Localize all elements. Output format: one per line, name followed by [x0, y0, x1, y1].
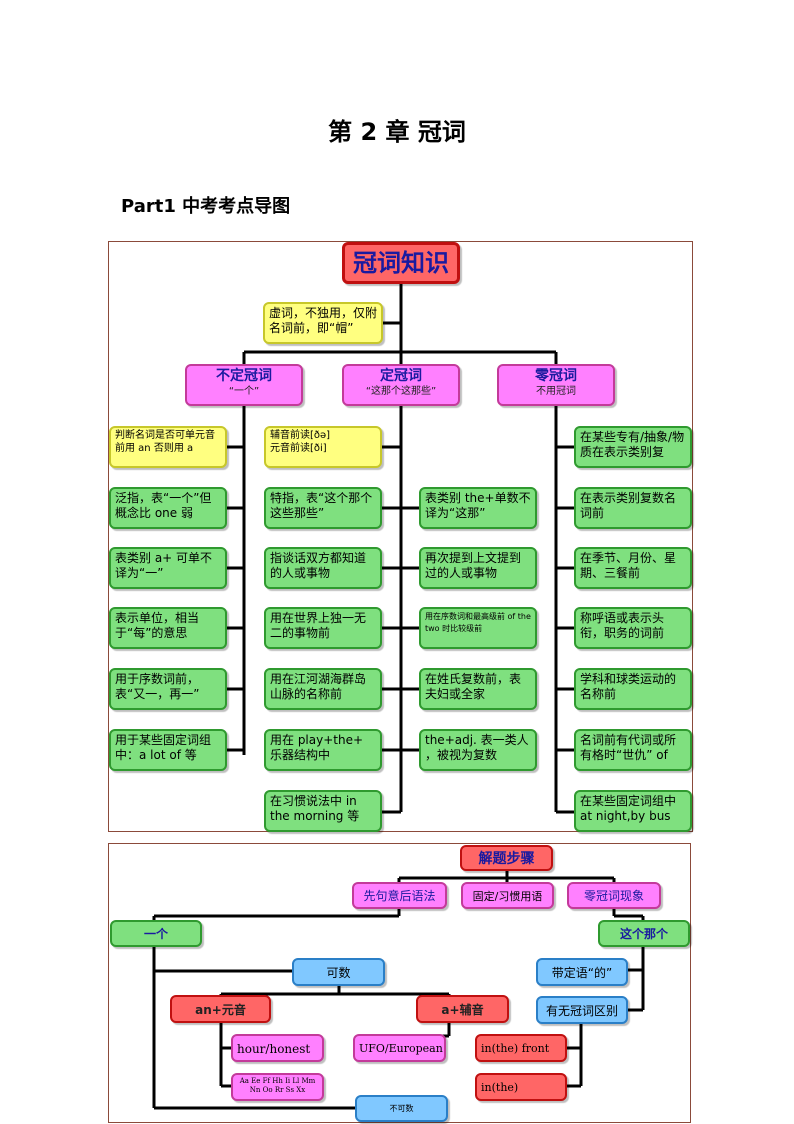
steps-root-node: 解题步骤	[460, 845, 553, 871]
countable-node: 可数	[292, 958, 385, 986]
zero-article-node: 零冠词 不用冠词	[497, 364, 615, 406]
zero-item: 在某些固定词组中 at night,by bus	[574, 790, 692, 832]
connector-lines-1	[226, 282, 574, 814]
definite-item-right: the+adj. 表一类人 ，被视为复数	[419, 729, 537, 771]
step-node: 零冠词现象	[567, 882, 661, 909]
zero-item: 学科和球类运动的名称前	[574, 668, 692, 710]
step-node: 先句意后语法	[352, 882, 447, 909]
hour-honest-node: hour/honest	[231, 1034, 324, 1062]
definite-item: 在习惯说法中 in the morning 等	[264, 790, 382, 832]
zero-item: 在表示类别复数名词前	[574, 487, 692, 529]
root-node: 冠词知识	[342, 242, 460, 284]
definite-item: 特指，表“这个那个这些那些”	[264, 487, 382, 529]
indefinite-item: 判断名词是否可单元音前用 an 否则用 a	[109, 426, 227, 468]
definite-item: 用在江河湖海群岛山脉的名称前	[264, 668, 382, 710]
definite-item-right: 在姓氏复数前，表夫妇或全家	[419, 668, 537, 710]
this-that-node: 这个那个	[598, 920, 690, 947]
definite-item-right: 用在序数词和最高级前 of the two 时比较级前	[419, 607, 537, 649]
indefinite-item: 用于序数词前，表“又一，再一”	[109, 668, 227, 710]
in-front-of-node: in(the) front of	[475, 1034, 567, 1062]
indefinite-item: 用于某些固定词组中：a lot of 等	[109, 729, 227, 771]
definite-item: 用在 play+the+ 乐器结构中	[264, 729, 382, 771]
zero-item: 在某些专有/抽象/物质在表示类别复	[574, 426, 692, 468]
in-hospital-node: in(the) hospital	[475, 1073, 567, 1101]
a-consonant-node: a+辅音	[416, 995, 509, 1023]
zero-subtitle: 不用冠词	[536, 385, 576, 397]
part-title: Part1 中考考点导图	[121, 196, 291, 217]
definite-subtitle: “这那个这那些”	[365, 385, 437, 397]
definite-title: 定冠词	[380, 368, 422, 384]
indefinite-item: 表类别 a+ 可单不译为“一”	[109, 547, 227, 589]
ufo-european-node: UFO/European	[353, 1034, 446, 1062]
definite-item-right: 再次提到上文提到过的人或事物	[419, 547, 537, 589]
mind-map-panel-1: 冠词知识 虚词，不独用，仅附名词前，即“帽” 不定冠词 “一个” 定冠词 “这那…	[108, 241, 693, 832]
chapter-title: 第 2 章 冠词	[328, 118, 466, 146]
zero-item: 名词前有代词或所有格时“世仇” of	[574, 729, 692, 771]
letters-node: Aa Ee Ff Hh Ii Ll Mm Nn Oo Rr Ss Xx	[231, 1073, 324, 1101]
compare-node: 有无冠词区别	[536, 996, 628, 1024]
indefinite-item: 泛指，表“一个”但概念比 one 弱	[109, 487, 227, 529]
definite-item: 用在世界上独一无二的事物前	[264, 607, 382, 649]
mind-map-panel-2: 解题步骤 先句意后语法 固定/习惯用语 零冠词现象 一个 这个那个 可数 an+…	[108, 843, 691, 1123]
step-node: 固定/习惯用语	[461, 882, 554, 909]
zero-title: 零冠词	[535, 368, 577, 384]
root-note: 虚词，不独用，仅附名词前，即“帽”	[263, 302, 383, 344]
definite-pronunciation: 辅音前读[ðə] 元音前读[ði]	[264, 426, 382, 468]
uncountable-node: 不可数	[355, 1095, 448, 1122]
indefinite-article-node: 不定冠词 “一个”	[185, 364, 303, 406]
zero-item: 称呼语或表示头衔，职务的词前	[574, 607, 692, 649]
definite-item: 指谈话双方都知道的人或事物	[264, 547, 382, 589]
indefinite-subtitle: “一个”	[228, 385, 260, 397]
definite-article-node: 定冠词 “这那个这那些”	[342, 364, 460, 406]
zero-item: 在季节、月份、星期、三餐前	[574, 547, 692, 589]
indefinite-item: 表示单位，相当于“每”的意思	[109, 607, 227, 649]
definite-item-right: 表类别 the+单数不译为“这那”	[419, 487, 537, 529]
one-node: 一个	[110, 920, 202, 947]
with-de-node: 带定语“的”	[536, 958, 628, 986]
indefinite-title: 不定冠词	[216, 368, 272, 384]
an-vowel-node: an+元音	[170, 995, 271, 1023]
